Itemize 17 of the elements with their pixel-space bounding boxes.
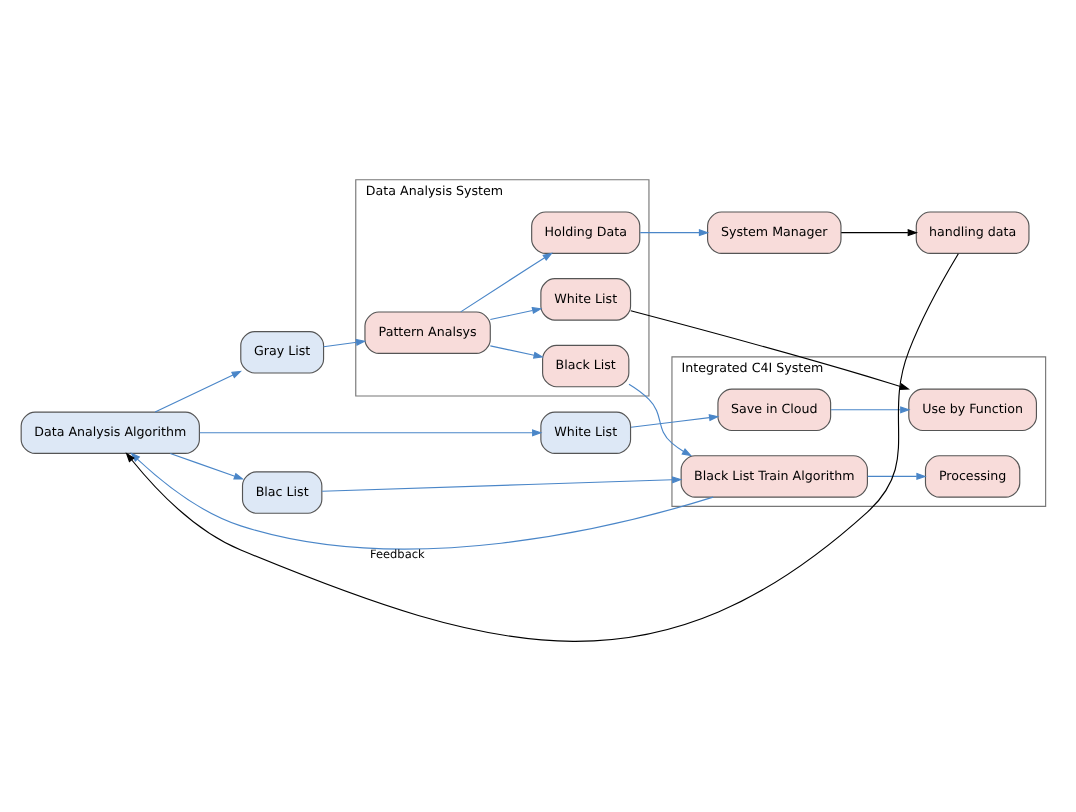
arrow xyxy=(323,338,367,348)
arrow xyxy=(321,476,683,492)
arrow xyxy=(830,406,911,414)
arrow xyxy=(630,310,910,390)
arrow xyxy=(199,429,543,437)
arrow xyxy=(840,229,919,237)
arrow xyxy=(489,345,544,359)
arrow xyxy=(125,253,959,642)
arrow xyxy=(154,370,242,413)
arrow xyxy=(628,383,693,457)
arrow xyxy=(130,452,714,550)
arrow xyxy=(169,452,245,480)
arrow xyxy=(867,472,927,481)
arrow xyxy=(489,307,543,321)
arrow xyxy=(460,252,553,313)
arrow xyxy=(639,229,710,237)
arrow xyxy=(630,414,720,428)
